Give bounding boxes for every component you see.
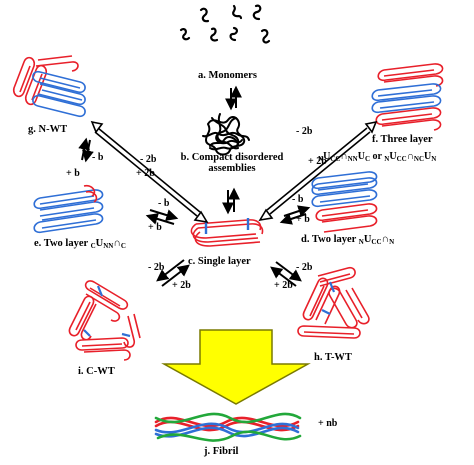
rate-gc-plus: + 2b (136, 168, 155, 179)
label-two-layer-c: e. Two layer CUNN∩C (34, 238, 126, 250)
rate-ch-plus: + 2b (274, 280, 293, 291)
label-fibril: j. Fibril (204, 446, 239, 457)
sym: ∩ (340, 151, 348, 162)
two-layer-c-glyph (33, 184, 104, 234)
label-two-layer-n-prefix: d. Two layer (301, 234, 359, 245)
label-monomers: a. Monomers (198, 70, 257, 81)
sym: U (323, 151, 331, 162)
rate-gc-minus: - 2b (140, 154, 157, 165)
label-c-wt: i. C-WT (78, 366, 115, 377)
three-layer-glyph (371, 63, 444, 131)
sub: N (318, 155, 324, 163)
rate-cd-plus: + b (296, 214, 310, 225)
rate-ch-minus: - 2b (296, 262, 313, 273)
sym-2: ∩ (113, 238, 121, 249)
rate-ec-plus: + b (148, 222, 162, 233)
sym-2: ∩ (381, 234, 390, 245)
label-three-layer: f. Three layer (372, 134, 433, 145)
ge-arrows (78, 137, 94, 163)
fibril-formation-arrow (161, 329, 311, 405)
n-wt-glyph (12, 55, 86, 118)
rate-ci-minus: - 2b (148, 262, 165, 273)
sub: CC (330, 155, 341, 163)
ci-arrows (156, 259, 190, 287)
label-three-layer-forms: NUCC∩NNUC or NUCC∩NCUN (318, 151, 436, 163)
sub: NN (347, 155, 358, 163)
or-text: or (370, 151, 385, 162)
rate-cd-minus: - b (292, 194, 304, 205)
sub-2: NN (103, 242, 114, 250)
sym-1: U (95, 238, 104, 249)
sub: N (384, 155, 390, 163)
bc-arrows (222, 187, 240, 215)
sub-1: C (90, 242, 96, 250)
fibril-glyph (154, 412, 302, 442)
gc-arrow (90, 120, 209, 224)
t-wt-glyph (297, 266, 370, 339)
sub: N (431, 155, 437, 163)
cd-arrows (279, 205, 311, 225)
rate-fc-minus: - 2b (296, 126, 313, 137)
c-wt-glyph (68, 280, 141, 361)
two-layer-n-glyph (311, 171, 378, 233)
sub: NC (413, 155, 425, 163)
sub-1: N (358, 238, 364, 246)
single-layer-glyph (190, 218, 264, 247)
sym: ∩ (406, 151, 414, 162)
rate-ci-plus: + 2b (172, 280, 191, 291)
sym: U (424, 151, 432, 162)
rate-ge-plus: + b (66, 168, 80, 179)
sub-3: N (389, 238, 395, 246)
ch-arrows (270, 261, 302, 287)
sub: C (364, 155, 371, 163)
sym: U (357, 151, 365, 162)
ab-arrows (225, 85, 242, 111)
label-n-wt: g. N-WT (28, 124, 68, 135)
label-compact-assemblies: b. Compact disordered assemblies (176, 152, 288, 174)
label-compact-line1: b. Compact disordered (180, 152, 284, 163)
rate-ge-minus: - b (92, 152, 104, 163)
sub-3: C (120, 242, 126, 250)
sym-1: U (363, 234, 372, 245)
rate-fc-plus: + 2b (308, 156, 327, 167)
label-two-layer-n: d. Two layer NUCC∩N (301, 234, 394, 246)
compact-assembly-glyph (202, 113, 250, 156)
ec-arrows (145, 209, 179, 225)
label-compact-line2: assemblies (208, 163, 256, 174)
sub-2: CC (371, 238, 382, 246)
label-t-wt: h. T-WT (314, 352, 352, 363)
fc-arrow (258, 120, 378, 222)
label-single-layer: c. Single layer (188, 256, 251, 267)
sym: U (389, 151, 397, 162)
sub: CC (396, 155, 407, 163)
monomers-glyph (179, 4, 271, 44)
label-two-layer-c-prefix: e. Two layer (34, 238, 91, 249)
rate-ec-minus: - b (158, 198, 170, 209)
rate-fibril-plus: + nb (318, 418, 338, 429)
